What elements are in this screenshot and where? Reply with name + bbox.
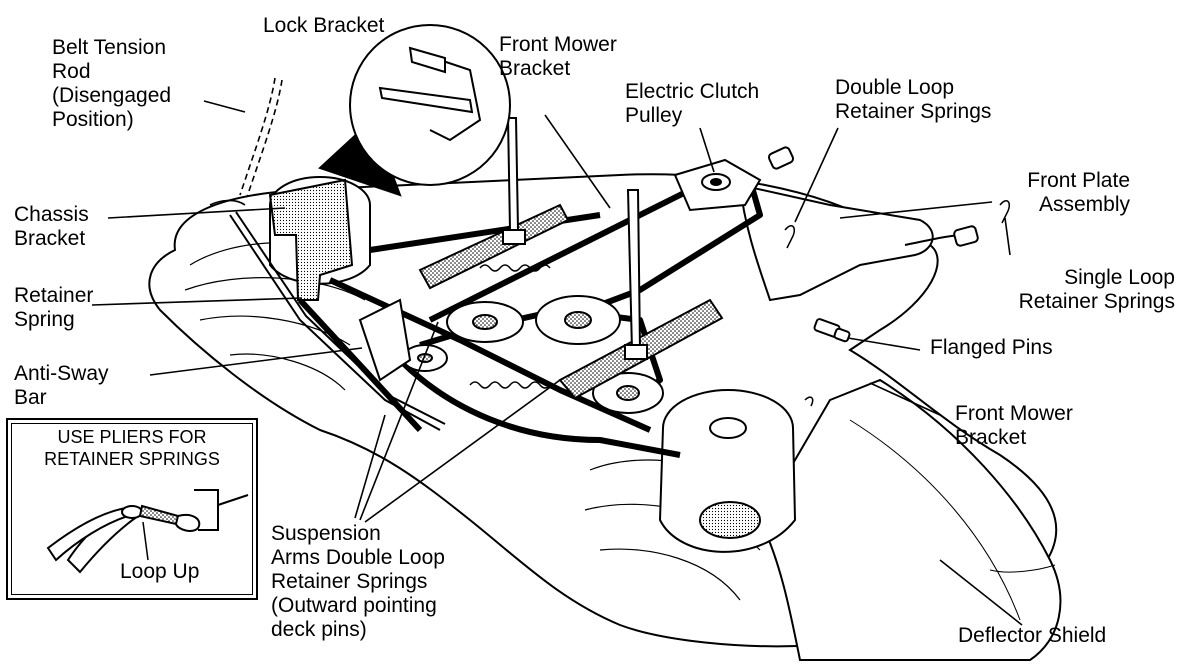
pulleys (402, 158, 762, 414)
front-mower-bracket-rods (502, 117, 648, 360)
label-chassis-bracket: Chassis Bracket (14, 203, 89, 250)
label-electric-clutch-pulley: Electric Clutch Pulley (625, 80, 760, 127)
label-retainer-spring: Retainer Spring (14, 284, 94, 331)
springs (469, 264, 551, 389)
label-suspension-arms: Suspension Arms Double Loop Retainer Spr… (271, 522, 445, 641)
label-front-mower-bracket-top: Front Mower Bracket (499, 33, 617, 80)
inset-loop-up-label: Loop Up (120, 560, 200, 583)
chassis-bracket (268, 178, 354, 301)
label-lock-bracket: Lock Bracket (263, 14, 385, 37)
right-spindle-housing (658, 389, 797, 553)
flanged-pins (813, 318, 851, 343)
deflector-shield (758, 378, 1062, 661)
label-belt-tension-rod: Belt Tension Rod (Disengaged Position) (52, 36, 172, 131)
label-flanged-pins: Flanged Pins (930, 336, 1053, 359)
inset-title: USE PLIERS FOR RETAINER SPRINGS (44, 427, 220, 469)
leader-lines (91, 100, 1023, 626)
label-deflector-shield: Deflector Shield (958, 624, 1107, 647)
label-front-plate-assembly: Front Plate Assembly (1027, 169, 1130, 216)
label-single-loop-retainer-springs: Single Loop Retainer Springs (1018, 266, 1175, 313)
label-front-mower-bracket-right: Front Mower Bracket (955, 402, 1073, 449)
retainer-clips (784, 200, 1011, 407)
pliers-inset: USE PLIERS FOR RETAINER SPRINGS Loop Up (6, 418, 258, 600)
pulley-left (446, 301, 524, 343)
label-double-loop-retainer-springs: Double Loop Retainer Springs (835, 76, 992, 123)
label-anti-sway-bar: Anti-Sway Bar (14, 362, 109, 409)
anti-sway-bar (229, 211, 446, 431)
lock-bracket-callout (318, 24, 511, 197)
belt-tension-rod (209, 77, 283, 206)
pliers-illustration (46, 489, 249, 574)
electric-clutch-pulley (673, 158, 762, 212)
pulley-center (535, 295, 621, 345)
pulley-right (592, 372, 664, 414)
front-plate-assembly (738, 146, 979, 302)
